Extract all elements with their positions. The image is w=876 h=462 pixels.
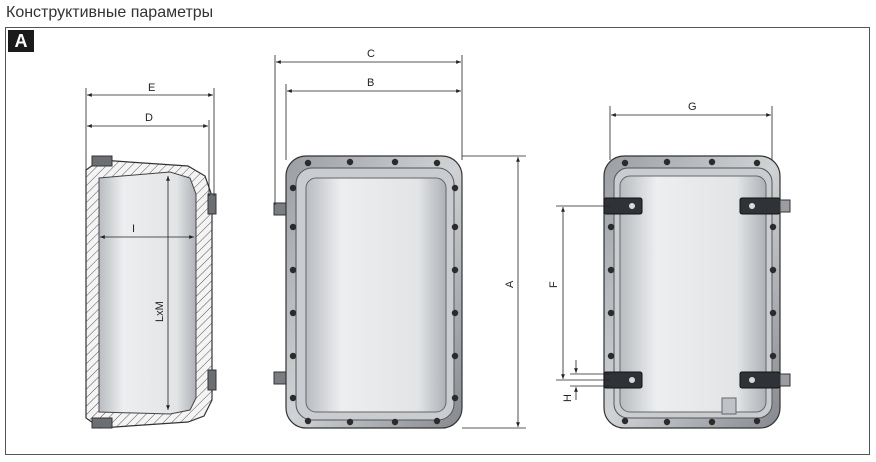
mounting-bracket [603, 197, 791, 389]
back-view [603, 155, 791, 429]
dim-label-F: F [548, 281, 560, 288]
dim-B: B [285, 77, 461, 160]
front-view [273, 155, 463, 429]
dim-G: G [609, 101, 773, 160]
dim-LxM: LxM [154, 176, 170, 410]
dim-label-H: H [562, 394, 574, 402]
figure-frame [5, 27, 870, 455]
dim-label-B: B [367, 77, 374, 89]
dim-C: C [274, 48, 463, 205]
section-view [85, 155, 217, 429]
section-badge: A [8, 30, 34, 52]
page-title: Конструктивные параметры [6, 4, 214, 21]
dim-label-G: G [688, 101, 697, 113]
dim-I: I [100, 223, 194, 239]
dim-label-D: D [145, 112, 153, 124]
dim-label-C: C [367, 48, 375, 60]
dim-F: F [548, 205, 610, 381]
dim-E: E [85, 82, 215, 196]
dim-H: H [562, 360, 610, 402]
dim-label-E: E [148, 82, 155, 94]
dim-D: D [87, 112, 210, 196]
dim-A: A [462, 155, 526, 429]
dim-label-LxM: LxM [154, 301, 166, 322]
dim-label-A: A [504, 280, 516, 288]
dim-label-I: I [132, 223, 135, 235]
